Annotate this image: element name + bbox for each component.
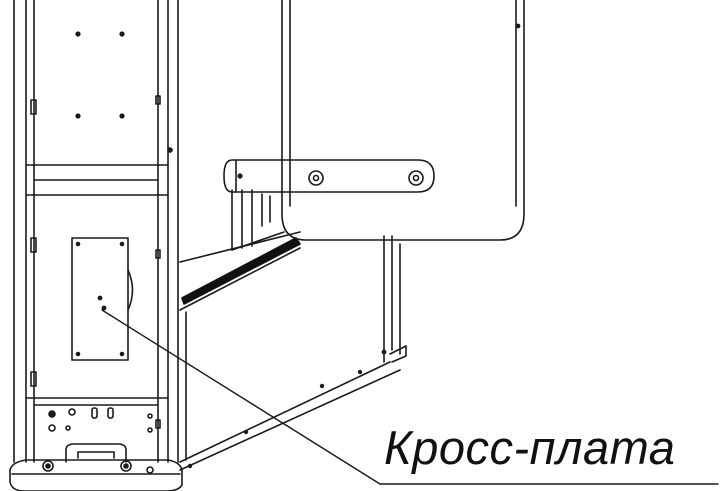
callout-leader [101,309,719,485]
callout-label: Кросс-плата [384,421,676,474]
dark-strip [181,237,301,305]
base-plate [9,443,183,491]
lower-frame [179,231,407,471]
arm-support [223,159,435,251]
barrier-panel [281,0,525,241]
left-pillar [13,0,179,463]
